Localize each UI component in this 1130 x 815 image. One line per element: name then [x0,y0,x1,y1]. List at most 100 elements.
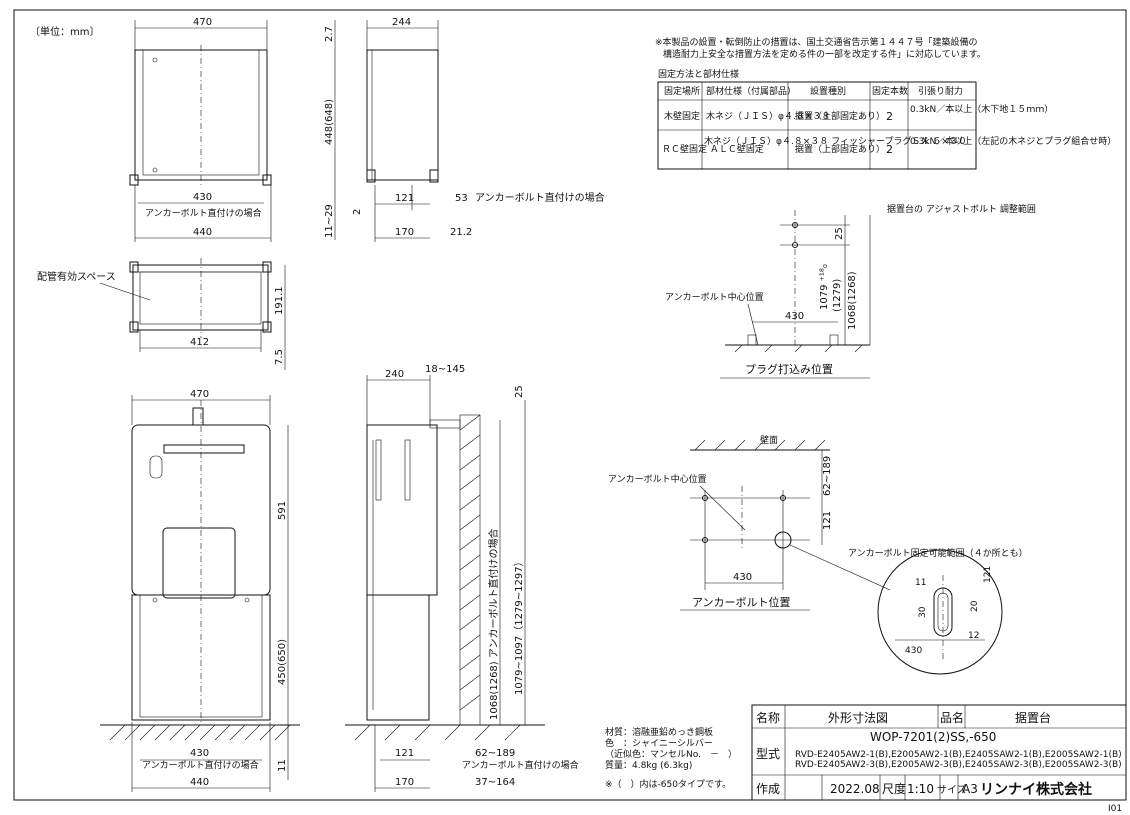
dim-170-main: 170 [395,777,414,788]
dim-1079-side: 1079~1097（1279~1297） [513,556,525,695]
dim-440-main: 440 [190,777,209,788]
row2-count: 2 [886,143,893,156]
wall-label: 壁面 [760,434,778,446]
dim-244: 244 [392,17,411,28]
dim-121-main: 121 [395,748,414,759]
plug-title: プラグ打込み位置 [745,362,833,376]
item-label: 品名 [940,710,964,725]
row1-count: 2 [886,110,893,123]
row2-place: ＲＣ壁固定 ＡＬＣ壁固定 [662,143,764,155]
material-line3: （近似色：マンセルNo. － ） [605,748,737,760]
dim-412: 412 [190,337,209,348]
plug-position-view: 据置台の アジャストボルト 調整範囲 25 1079 ⁺¹⁸₀ (1279) 1… [665,203,1036,379]
dim-25-side: 25 [514,385,525,398]
row1-strength: 0.3kN／本以上（木下地１５ｍｍ） [910,103,1053,115]
anchor-center-label: アンカーボルト中心位置 [608,473,707,485]
dim-37-164: 37~164 [475,777,515,788]
row2-type: 据置（上部固定あり） [795,143,885,155]
dim-450: 450(650) [277,639,288,685]
anchor-note-side: アンカーボルト直付けの場合 [462,759,579,771]
anchor-title: アンカーボルト位置 [692,595,791,609]
company-name: リンナイ株式会社 [980,781,1092,798]
anchor-dim-20: 20 [970,600,980,612]
name-label: 名称 [756,710,780,725]
th-member: 部材仕様（付属部品） [706,85,796,97]
table-caption: 固定方法と部材仕様 [658,68,739,80]
model-label: 型式 [756,747,780,761]
anchor-dim-430: 430 [733,572,752,583]
plug-dim-1079: 1079 ⁺¹⁸₀ [819,264,830,310]
anchor-dim-62-189: 62~189 [822,456,833,496]
anchor-dim-121b: 121 [983,566,993,583]
drawing-name: 外形寸法図 [828,711,888,725]
anchor-dim-121: 121 [822,511,833,530]
dim-11: 11 [277,759,288,772]
notice-block: ※本製品の設置・転倒防止の措置は、国土交通省告示第１４４７号「建築設備の 構造耐… [655,36,1116,170]
anchor-dim-11: 11 [915,578,926,588]
row2-strength: 0.3kN／本以上（左記の木ネジとプラグ組合せ時） [910,135,1116,147]
models-line2: RVD-E2405AW2-3(B),E2005AW2-3(B),E2405SAW… [795,760,1122,770]
dim-18-145: 18~145 [425,364,465,375]
anchor-dim-430b: 430 [905,646,922,656]
made-label: 作成 [756,782,780,796]
dim-2-side: 2 [352,209,363,215]
side-top-view: 244 2.7 448(648) 2 11~29 121 53 アンカーボルト直… [324,17,605,242]
dim-62-189-main: 62~189 [475,748,515,759]
models-line1: RVD-E2405AW2-1(B),E2005AW2-1(B),E2405SAW… [795,750,1122,760]
dim-240: 240 [385,369,404,380]
material-notes: 材質：溶融亜鉛めっき鋼板 色 ：シャイニーシルバー （近似色：マンセルNo. －… [605,726,737,790]
dim-470-main: 470 [190,389,209,400]
title-block: 名称 外形寸法図 品名 据置台 型式 WOP-7201(2)SS,-650 RV… [751,704,1127,814]
scale-label: 尺度 [882,781,906,796]
notice-line2: 構造耐力上安全な措置方法を定める件の一部を改定する件」に対応しています。 [663,48,986,60]
front-top-view: 470 430 アンカーボルト直付けの場合 440 [129,17,272,242]
row2-member: 木ネジ（ＪＩＳ）φ４.８×３８ フィッシャープラグＳＸ ６×３０ [704,135,967,147]
th-strength: 引張り耐力 [918,85,963,97]
dim-430-top: 430 [193,192,212,203]
plug-dim-1279: (1279) [832,279,843,312]
row1-member: 木ネジ（ＪＩＳ）φ４.８×３８ [706,110,830,122]
anchor-position-view: 壁面 アンカーボルト中心位置 62~189 121 430 アンカーボルト位置 … [608,434,1028,675]
anchor-detail-circle [877,549,1003,675]
material-line2: 色 ：シャイニーシルバー [605,737,713,749]
th-type: 設置種別 [810,85,846,97]
anchor-dim-12: 12 [968,631,979,641]
spec-table [657,81,977,170]
anchor-range-label: アンカーボルト固定可能範囲（４か所とも） [848,547,1028,559]
dim-1068-side: 1068(1268) アンカーボルト直付けの場合 [487,529,500,720]
anchor-note-main: アンカーボルト直付けの場合 [142,759,259,771]
th-count: 固定本数 [872,85,908,97]
plug-dim-430: 430 [785,311,804,322]
item-name: 据置台 [1015,710,1051,725]
dim-470-top: 470 [193,17,212,28]
side-main-view: 240 18~145 25 1068(1268) アンカーボルト直付けの場合 1… [345,364,579,792]
material-line4: 質量：4.8kg (6.3kg) [605,759,692,771]
dim-11-29: 11~29 [324,204,335,238]
model-number: WOP-7201(2)SS,-650 [870,730,996,744]
th-place: 固定場所 [664,85,700,97]
dim-7-5: 7.5 [274,349,285,365]
unit-note: 〔単位：mm〕 [30,25,99,38]
material-line5: ※（ ）内は-650タイプです。 [605,778,731,790]
plug-center-label: アンカーボルト中心位置 [665,291,764,303]
row1-place: 木壁固定 [664,110,700,122]
dim-21-2: 21.2 [450,227,472,238]
plug-dim-1068: 1068(1268) [847,271,858,330]
sheet-border [13,9,1127,801]
dim-2-7: 2.7 [324,26,335,42]
plug-dim-25: 25 [834,227,845,240]
dim-591: 591 [277,501,288,520]
anchor-dim-30: 30 [918,606,928,618]
size-value: A3 [962,782,978,796]
note-53: アンカーボルト直付けの場合 [475,191,605,204]
adjuster-note: 据置台の アジャストボルト 調整範囲 [887,203,1036,215]
made-date: 2022.08 [830,782,880,796]
plan-view: 配管有効スペース 412 191.1 7.5 [37,258,286,370]
dim-191-1: 191.1 [274,286,285,315]
dim-121-side: 121 [395,193,414,204]
dim-53: 53 [455,193,468,204]
notice-line1: ※本製品の設置・転倒防止の措置は、国土交通省告示第１４４７号「建築設備の [655,36,978,48]
pipe-space-label: 配管有効スペース [37,270,116,283]
